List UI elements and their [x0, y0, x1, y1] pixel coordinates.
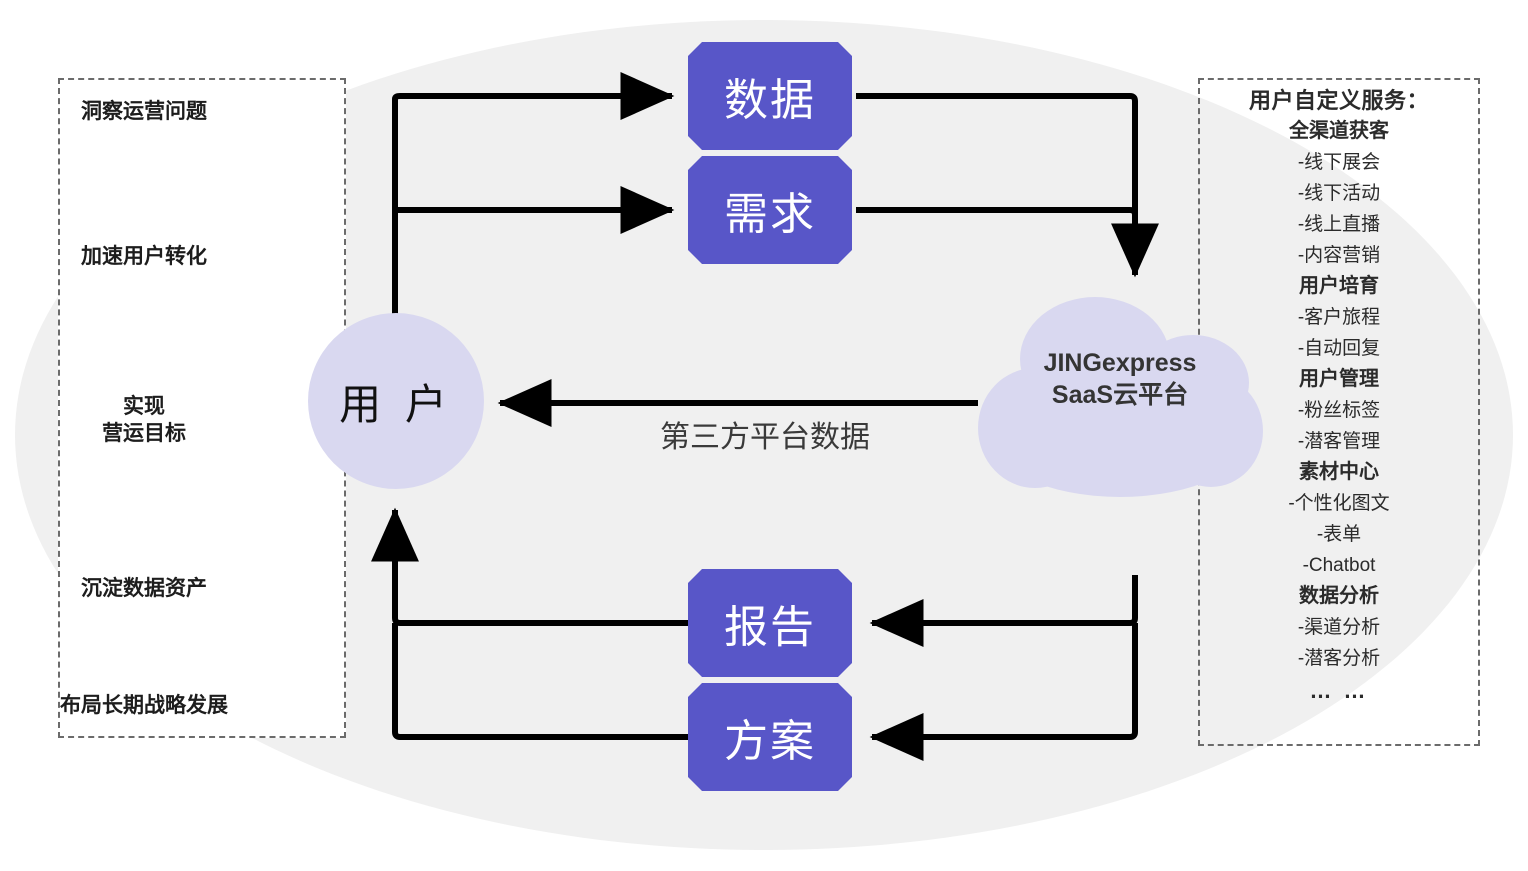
service-item-fan-tags: -粉丝标签: [1297, 400, 1381, 421]
cloud-label: JINGexpress SaaS云平台: [975, 347, 1265, 411]
services-title: 用户自定义服务：: [1248, 88, 1429, 113]
node-report: 报告: [688, 569, 852, 677]
cloud-label-line2: SaaS云平台: [1051, 381, 1189, 409]
goal-insight: 洞察运营问题: [81, 100, 207, 123]
node-user: 用 户: [308, 313, 484, 489]
goal-data-assets: 沉淀数据资产: [81, 577, 207, 600]
service-item-auto-reply: -自动回复: [1297, 338, 1381, 359]
service-item-personalized-content: -个性化图文: [1288, 493, 1390, 514]
cloud-label-line1: JINGexpress: [1043, 349, 1197, 377]
service-item-chatbot: -Chatbot: [1302, 555, 1376, 576]
wire-plan-to-user: [392, 623, 688, 740]
service-group-user-mgmt: 用户管理: [1299, 368, 1379, 390]
service-item-lead-mgmt: -潜客管理: [1297, 431, 1381, 452]
service-item-form: -表单: [1316, 524, 1362, 545]
business-goals-panel: [58, 78, 346, 738]
node-plan: 方案: [688, 683, 852, 791]
service-group-nurturing: 用户培育: [1299, 275, 1379, 297]
wire-user-to-data: [392, 72, 675, 330]
service-item-content-mkt: -内容营销: [1297, 245, 1381, 266]
service-item-live-stream: -线上直播: [1297, 214, 1381, 235]
wire-cloud-to-plan: [869, 623, 1138, 761]
node-data: 数据: [688, 42, 852, 150]
custom-services-list: 用户自定义服务： 全渠道获客 -线下展会 -线下活动 -线上直播 -内容营销 用…: [1198, 86, 1480, 708]
service-item-channel-analysis: -渠道分析: [1297, 617, 1381, 638]
wire-report-to-user: [371, 507, 688, 626]
service-item-customer-journey: -客户旅程: [1297, 307, 1381, 328]
service-item-offline-expo: -线下展会: [1297, 152, 1381, 173]
wire-data-to-cloud: [856, 93, 1159, 278]
service-group-content-center: 素材中心: [1299, 461, 1379, 483]
service-item-offline-event: -线下活动: [1297, 183, 1381, 204]
service-group-acquisition: 全渠道获客: [1289, 120, 1389, 142]
goal-conversion: 加速用户转化: [81, 245, 207, 268]
wire-demand-to-cloud: [856, 207, 1138, 258]
goal-objectives: 实现 营运目标: [102, 395, 186, 445]
service-group-analytics: 数据分析: [1299, 585, 1379, 607]
wire-cloud-to-report: [869, 575, 1138, 647]
service-more-ellipsis: … …: [1309, 678, 1369, 703]
node-saas-cloud: JINGexpress SaaS云平台: [975, 293, 1265, 499]
service-item-lead-analysis: -潜客分析: [1297, 648, 1381, 669]
node-demand: 需求: [688, 156, 852, 264]
flow-caption-third-party-data: 第三方平台数据: [660, 421, 870, 454]
goal-strategy: 布局长期战略发展: [60, 694, 228, 717]
cloud-shape-icon: [978, 297, 1263, 497]
